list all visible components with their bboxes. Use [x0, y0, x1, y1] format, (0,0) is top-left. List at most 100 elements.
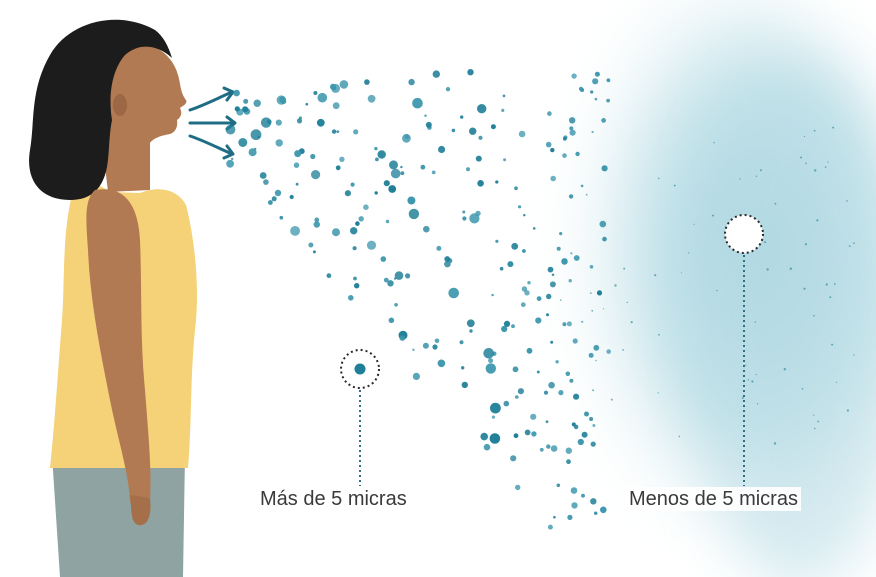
droplet: [388, 185, 397, 193]
droplet: [459, 340, 464, 345]
droplet: [490, 402, 501, 414]
aerosol-particle: [813, 414, 815, 416]
droplet: [523, 214, 526, 217]
droplet: [355, 221, 360, 226]
droplet: [503, 158, 507, 162]
droplet: [335, 165, 341, 171]
droplet: [233, 89, 240, 97]
droplet: [524, 429, 531, 436]
droplet: [460, 115, 464, 119]
droplet: [502, 94, 506, 98]
droplet: [412, 348, 415, 351]
face: [98, 41, 187, 150]
aerosol-particle: [681, 272, 683, 274]
droplet: [539, 447, 544, 452]
droplet: [571, 73, 577, 79]
aerosol-particle: [824, 166, 827, 168]
droplet: [568, 279, 572, 283]
droplet: [480, 432, 489, 441]
droplet: [226, 159, 235, 168]
droplet: [566, 321, 572, 327]
aerosol-particle: [832, 126, 835, 129]
droplet: [593, 344, 600, 351]
aerosol-particle: [589, 292, 592, 294]
droplet: [600, 506, 607, 514]
aerosol-particle: [853, 354, 855, 356]
droplet: [364, 79, 370, 85]
droplet: [353, 276, 357, 281]
droplet: [352, 246, 357, 251]
droplet: [526, 347, 533, 354]
droplet: [312, 250, 316, 254]
aerosol-particle: [626, 301, 628, 304]
droplet: [596, 290, 603, 296]
droplet: [354, 283, 360, 289]
aerosol-particle: [801, 388, 804, 390]
droplet: [259, 172, 267, 179]
aerosol-particle: [800, 156, 803, 159]
droplet: [601, 118, 606, 123]
aerosol-particle: [846, 200, 848, 202]
droplet: [535, 317, 542, 324]
droplet: [566, 459, 571, 465]
droplet: [238, 138, 248, 147]
aerosol-particle: [630, 321, 633, 324]
droplet: [550, 175, 556, 182]
droplet: [536, 370, 540, 374]
droplet: [483, 443, 491, 451]
droplet: [556, 246, 561, 251]
droplet: [268, 200, 273, 205]
aerosol-particle: [622, 349, 624, 351]
droplet: [400, 171, 405, 176]
droplet: [294, 150, 302, 158]
droplet: [293, 162, 300, 168]
aerosol-particle: [614, 284, 617, 287]
aerosol-particle: [817, 420, 820, 423]
ear: [113, 94, 127, 116]
droplet: [367, 94, 376, 103]
droplet: [606, 98, 610, 103]
droplet: [469, 127, 477, 135]
droplet: [530, 413, 537, 420]
droplet: [507, 261, 514, 268]
droplet: [257, 135, 260, 139]
droplet: [580, 184, 584, 188]
droplet: [466, 319, 475, 328]
droplet: [488, 358, 494, 364]
aerosol-particle: [756, 403, 759, 405]
droplet: [263, 179, 269, 185]
droplet: [547, 266, 554, 273]
droplet: [444, 256, 451, 262]
droplet: [512, 366, 519, 373]
aerosol-particle: [813, 129, 816, 132]
droplet: [424, 114, 427, 117]
neck: [102, 140, 150, 192]
droplet: [423, 225, 430, 233]
droplet: [551, 273, 555, 277]
aerosol-particle: [716, 289, 718, 292]
droplet: [461, 366, 465, 370]
droplet: [559, 232, 563, 236]
droplet: [578, 86, 584, 91]
droplet: [348, 295, 354, 301]
aerosol-particle: [623, 267, 626, 270]
droplet: [451, 128, 456, 133]
droplet: [501, 325, 508, 333]
droplet: [558, 390, 564, 396]
droplet: [310, 153, 316, 160]
droplet: [520, 302, 526, 308]
droplet: [383, 277, 389, 283]
aerosol-particle-group: [560, 126, 855, 445]
droplet: [556, 483, 561, 488]
droplet: [461, 381, 468, 389]
droplet: [260, 117, 272, 128]
droplet: [467, 69, 474, 76]
droplet: [387, 280, 394, 287]
droplet: [400, 165, 403, 169]
aerosol-particle: [846, 409, 850, 412]
droplet: [569, 129, 576, 136]
aerosol-particle: [803, 135, 806, 138]
droplet: [590, 441, 596, 447]
droplet: [404, 134, 410, 140]
